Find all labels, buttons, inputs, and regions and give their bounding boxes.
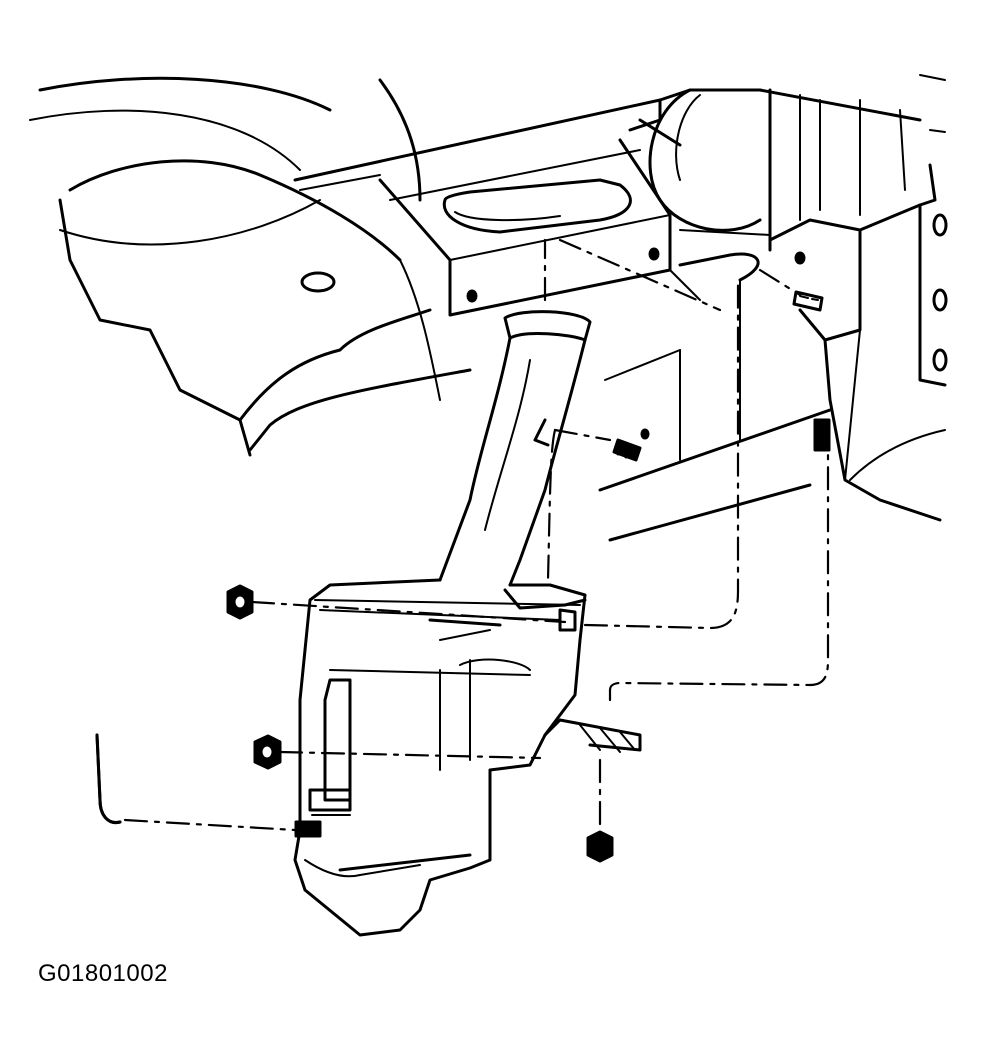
stud-right-icon: [813, 418, 831, 452]
frame-rail-right: [858, 163, 948, 387]
wheelhouse-liner: [29, 76, 472, 457]
nut-lower-icon: [253, 734, 282, 770]
side-bracket: [768, 218, 946, 522]
fasteners: [226, 418, 831, 863]
nut-upper-icon: [226, 584, 254, 620]
washer-reservoir: [293, 310, 642, 937]
inner-fender-panel: [598, 252, 832, 542]
upper-rail: [293, 74, 946, 191]
stud-center-icon: [612, 428, 650, 462]
assembly-lines: [123, 238, 830, 832]
bolt-bottom-icon: [586, 830, 614, 863]
figure-code: G01801002: [38, 960, 168, 987]
washer-hose: [95, 733, 322, 838]
air-duct: [648, 88, 906, 252]
mounting-bracket: [378, 138, 672, 317]
